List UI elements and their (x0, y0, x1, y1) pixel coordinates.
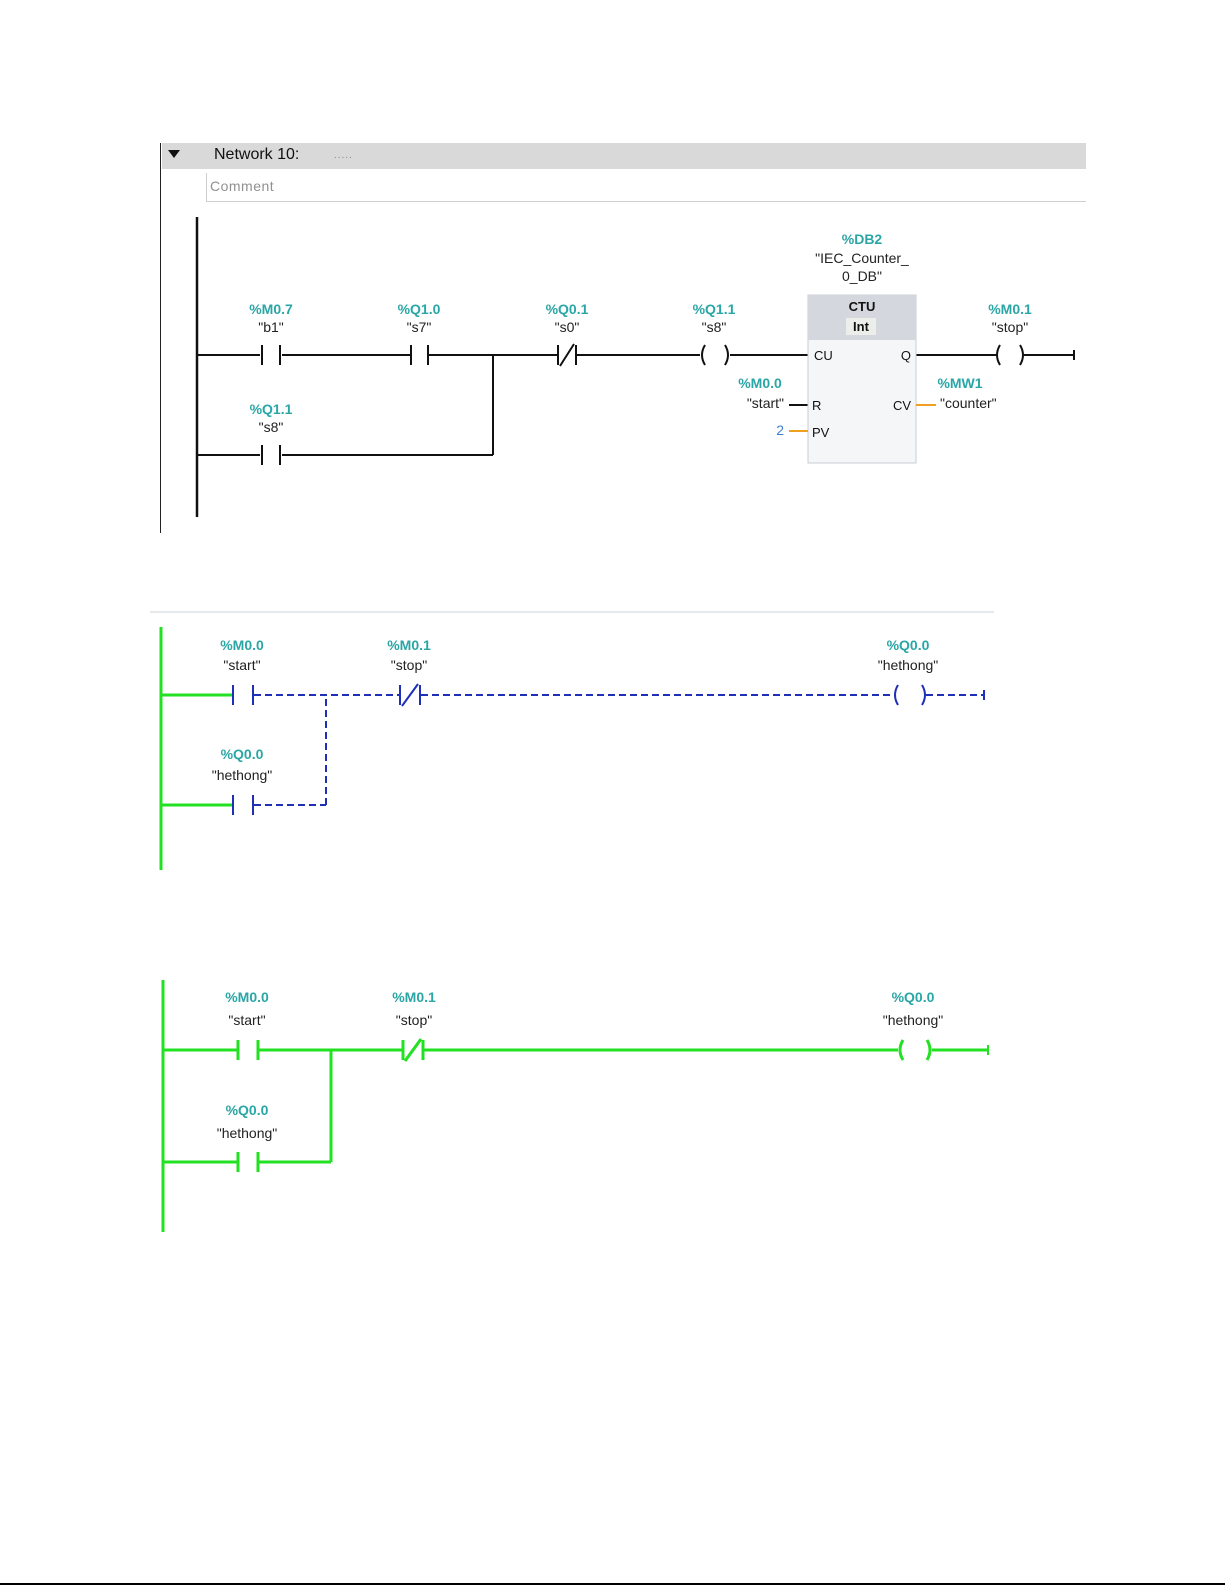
contact-s7[interactable] (411, 345, 428, 365)
blue-coil-address: %Q0.0 (887, 637, 930, 653)
green-contact-start[interactable] (238, 1040, 258, 1060)
green-latch-symbol: "hethong" (217, 1125, 278, 1141)
reset-input-symbol[interactable]: "start" (747, 395, 784, 411)
reset-input-address: %M0.0 (738, 375, 782, 391)
contact-s0-symbol: "s0" (555, 319, 580, 335)
green-coil-address: %Q0.0 (892, 989, 935, 1005)
contact-s7-address: %Q1.0 (398, 301, 441, 317)
contact-s7-symbol: "s7" (407, 319, 432, 335)
green-coil-hethong[interactable] (900, 1040, 930, 1060)
coil-s8[interactable] (702, 345, 728, 365)
contact-s8-branch-address: %Q1.1 (250, 401, 293, 417)
contact-b1-address: %M0.7 (249, 301, 293, 317)
blue-contact-stop-normally-closed[interactable] (400, 684, 420, 706)
blue-start-address: %M0.0 (220, 637, 264, 653)
block-type: CTU (849, 299, 876, 314)
pin-cv: CV (893, 398, 911, 413)
blue-latch-address: %Q0.0 (221, 746, 264, 762)
blue-latch-symbol: "hethong" (212, 767, 273, 783)
green-latch-address: %Q0.0 (226, 1102, 269, 1118)
blue-stop-address: %M0.1 (387, 637, 431, 653)
green-coil-symbol: "hethong" (883, 1012, 944, 1028)
pv-value[interactable]: 2 (776, 422, 784, 438)
coil-stop-address: %M0.1 (988, 301, 1032, 317)
coil-s8-address: %Q1.1 (693, 301, 736, 317)
green-stop-symbol: "stop" (396, 1012, 432, 1028)
green-contact-latch[interactable] (238, 1152, 258, 1172)
pin-cu: CU (814, 348, 833, 363)
green-start-symbol: "start" (228, 1012, 265, 1028)
blue-contact-start[interactable] (233, 685, 253, 705)
contact-s0-normally-closed[interactable] (558, 344, 576, 366)
contact-s8-branch-symbol: "s8" (259, 419, 284, 435)
contact-b1-symbol: "b1" (258, 319, 284, 335)
contact-b1[interactable] (262, 345, 280, 365)
green-network-wires (163, 980, 988, 1232)
green-stop-address: %M0.1 (392, 989, 436, 1005)
cv-output-symbol[interactable]: "counter" (940, 395, 997, 411)
coil-stop-symbol: "stop" (992, 319, 1028, 335)
blue-stop-symbol: "stop" (391, 657, 427, 673)
blue-coil-hethong[interactable] (895, 685, 925, 705)
pin-q: Q (901, 348, 911, 363)
db-name-line2: 0_DB" (842, 268, 882, 284)
block-datatype[interactable]: Int (853, 319, 870, 334)
pin-r: R (812, 398, 821, 413)
contact-s0-address: %Q0.1 (546, 301, 589, 317)
db-address: %DB2 (842, 231, 883, 247)
green-contact-stop-normally-closed[interactable] (403, 1039, 423, 1061)
blue-start-symbol: "start" (223, 657, 260, 673)
cv-output-address: %MW1 (937, 375, 982, 391)
coil-stop[interactable] (997, 345, 1023, 365)
green-start-address: %M0.0 (225, 989, 269, 1005)
coil-s8-symbol: "s8" (702, 319, 727, 335)
pin-pv: PV (812, 425, 830, 440)
blue-contact-latch[interactable] (233, 795, 253, 815)
contact-s8-branch[interactable] (262, 445, 280, 465)
network-10-ladder (197, 217, 1074, 517)
blue-coil-symbol: "hethong" (878, 657, 939, 673)
db-name-line1: "IEC_Counter_ (815, 250, 909, 266)
blue-network-wires (161, 690, 984, 805)
